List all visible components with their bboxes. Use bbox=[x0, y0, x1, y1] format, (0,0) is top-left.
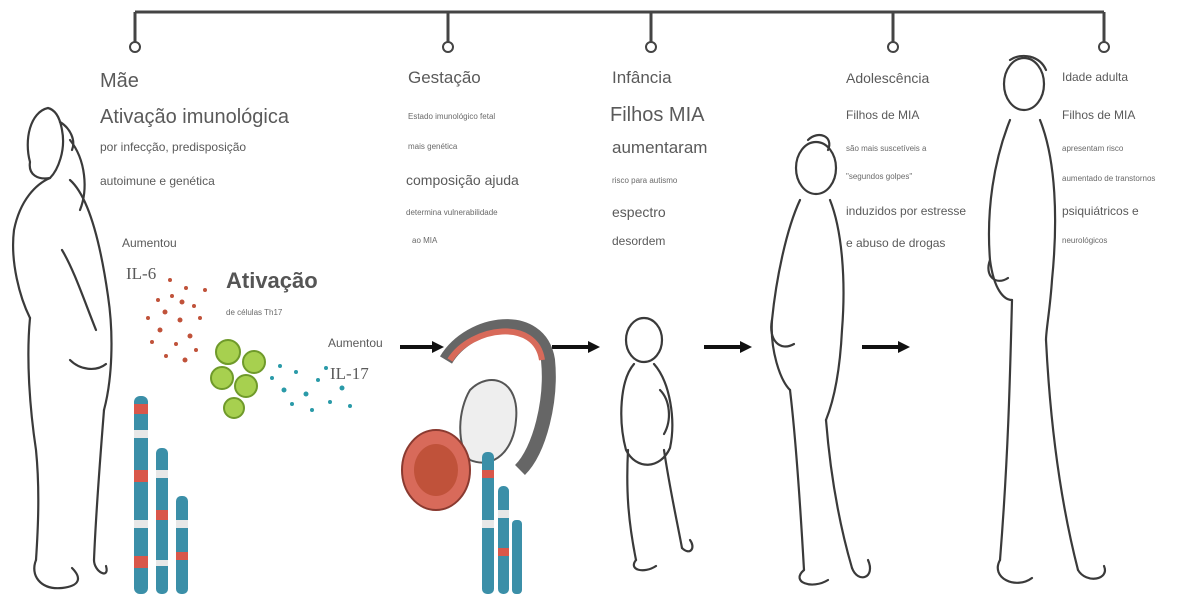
stage-text-line: e abuso de drogas bbox=[846, 236, 945, 250]
stage-text-line: espectro bbox=[612, 204, 666, 220]
stage-text-line: autoimune e genética bbox=[100, 174, 215, 188]
stage-text-line: ao MIA bbox=[412, 236, 437, 245]
chromosomes-mother bbox=[134, 396, 188, 594]
stage-text-line: Filhos MIA bbox=[610, 104, 704, 127]
stage-title-mae: Mãe bbox=[100, 70, 139, 93]
th17-cells bbox=[211, 340, 265, 418]
adult-figure bbox=[988, 56, 1105, 583]
stage-text-line: psiquiátricos e bbox=[1062, 204, 1139, 218]
il6-dots bbox=[146, 278, 207, 363]
timeline-node bbox=[130, 42, 140, 52]
il17-label: IL-17 bbox=[330, 364, 369, 384]
fetus-illustration bbox=[402, 326, 549, 510]
stage-text-line: Filhos de MIA bbox=[1062, 108, 1135, 122]
aumentou-label: Aumentou bbox=[122, 236, 177, 250]
stage-text-line: mais genética bbox=[408, 142, 457, 151]
stage-text-line: determina vulnerabilidade bbox=[406, 208, 498, 217]
stage-title-adolescencia: Adolescência bbox=[846, 70, 929, 86]
stage-text-line: induzidos por estresse bbox=[846, 204, 966, 218]
stage-text-line: desordem bbox=[612, 234, 665, 248]
timeline-bar bbox=[135, 12, 1104, 42]
mother-figure bbox=[13, 108, 111, 588]
stage-text-line: neurológicos bbox=[1062, 236, 1107, 245]
aumentou-label: Aumentou bbox=[328, 336, 383, 350]
stage-text-line: "segundos golpes" bbox=[846, 172, 912, 181]
stage-text-line: apresentam risco bbox=[1062, 144, 1123, 153]
arrow-icon bbox=[862, 341, 910, 353]
stage-text-line: são mais suscetíveis a bbox=[846, 144, 926, 153]
stage-text-line: risco para autismo bbox=[612, 176, 677, 185]
chromosomes-fetus bbox=[482, 452, 522, 594]
stage-text-line: Estado imunológico fetal bbox=[408, 112, 495, 121]
stage-text-line: Ativação imunológica bbox=[100, 106, 289, 129]
stage-text-line: composição ajuda bbox=[406, 172, 519, 188]
stage-title-infancia: Infância bbox=[612, 68, 672, 88]
th17-label: de células Th17 bbox=[226, 308, 282, 317]
stage-text-line: Filhos de MIA bbox=[846, 108, 919, 122]
timeline-node bbox=[646, 42, 656, 52]
stage-text-line: por infecção, predisposição bbox=[100, 140, 246, 154]
timeline-node bbox=[443, 42, 453, 52]
teen-figure bbox=[771, 135, 870, 584]
arrow-icon bbox=[552, 341, 600, 353]
child-figure bbox=[621, 318, 692, 570]
timeline-node bbox=[1099, 42, 1109, 52]
stage-title-gestacao: Gestação bbox=[408, 68, 481, 88]
il6-label: IL-6 bbox=[126, 264, 156, 284]
arrow-icon bbox=[704, 341, 752, 353]
arrow-icon bbox=[400, 341, 444, 353]
ativacao-label: Ativação bbox=[226, 268, 318, 294]
stage-title-idade-adulta: Idade adulta bbox=[1062, 70, 1128, 84]
stage-text-line: aumentaram bbox=[612, 138, 707, 158]
stage-text-line: aumentado de transtornos bbox=[1062, 174, 1155, 183]
timeline-node bbox=[888, 42, 898, 52]
